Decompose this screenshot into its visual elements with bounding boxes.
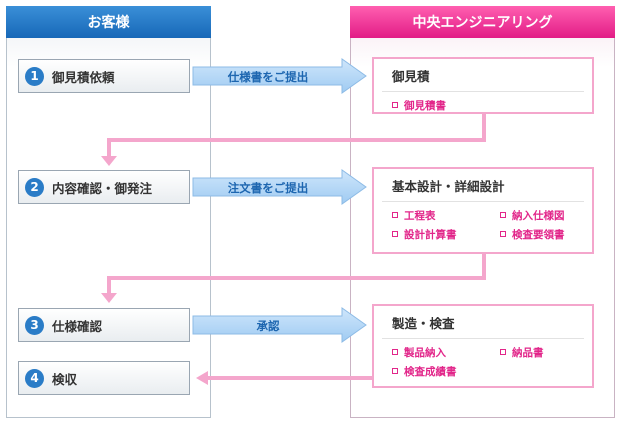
connector-head-step4 [196, 371, 208, 385]
divider [382, 338, 584, 339]
arrow-label-1: 仕様書をご提出 [227, 70, 309, 84]
divider [382, 91, 584, 92]
doc-item: 製品納入 [392, 345, 446, 360]
connector-head-step2 [101, 156, 117, 166]
company-header: 中央エンジニアリング [350, 6, 615, 38]
doc-item: 納品書 [500, 345, 544, 360]
step-4: 4 検収 [18, 361, 190, 395]
arrow-2 [192, 169, 367, 205]
arrow-label-3: 承認 [256, 319, 280, 333]
box-title-estimate: 御見積 [392, 69, 430, 84]
box-estimate: 御見積 御見積書 [372, 57, 594, 114]
doc-item: 検査要領書 [500, 227, 565, 242]
box-title-manufacturing: 製造・検査 [392, 316, 455, 331]
doc-item: 設計計算書 [392, 227, 457, 242]
box-manufacturing: 製造・検査 製品納入 納品書 検査成績書 [372, 304, 594, 388]
box-design: 基本設計・詳細設計 工程表 納入仕様図 設計計算書 検査要領書 [372, 167, 594, 254]
step-number-1: 1 [25, 66, 44, 86]
doc-item: 工程表 [392, 208, 436, 223]
arrow-3 [192, 307, 367, 343]
step-label-1: 御見積依頼 [52, 69, 115, 85]
step-1: 1 御見積依頼 [18, 59, 190, 93]
step-2: 2 内容確認・御発注 [18, 170, 190, 204]
connector-box1-to-step2 [107, 112, 486, 158]
customer-header: お客様 [6, 6, 211, 38]
connector-head-step3 [101, 293, 117, 303]
doc-item: 納入仕様図 [500, 208, 565, 223]
step-label-2: 内容確認・御発注 [52, 180, 153, 196]
connector-box2-to-step3 [107, 252, 486, 295]
arrow-1 [192, 58, 367, 94]
doc-item: 検査成績書 [392, 364, 457, 379]
step-3: 3 仕様確認 [18, 308, 190, 342]
step-label-3: 仕様確認 [52, 318, 103, 334]
divider [382, 201, 584, 202]
doc-item: 御見積書 [392, 98, 446, 113]
step-number-4: 4 [25, 368, 44, 388]
step-number-2: 2 [25, 177, 44, 197]
box-title-design: 基本設計・詳細設計 [392, 179, 505, 194]
step-number-3: 3 [25, 315, 44, 335]
step-label-4: 検収 [52, 371, 78, 387]
arrow-label-2: 注文書をご提出 [227, 181, 309, 195]
